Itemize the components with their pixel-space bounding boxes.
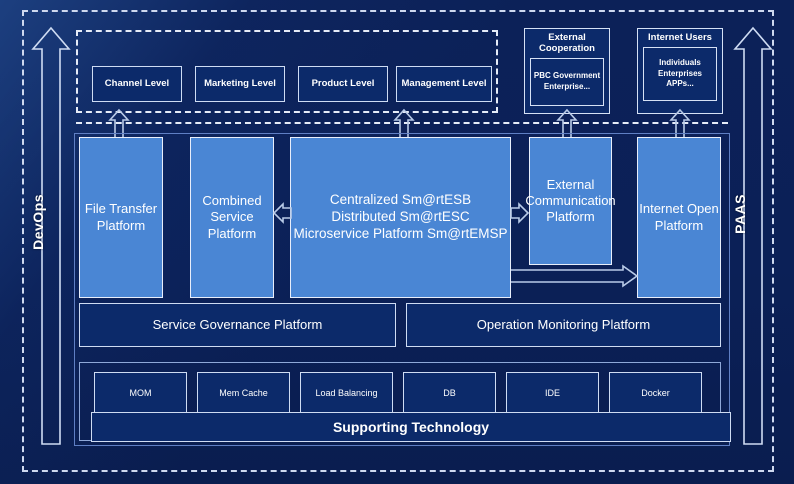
level-box-marketing-label: Marketing Level (204, 77, 276, 89)
tech-box-mom[interactable]: MOM (94, 372, 187, 414)
actor-external-cooperation-inner: PBC Government Enterprise... (530, 57, 604, 106)
platform-core-esb-line-1: Centralized Sm@rtESB (329, 192, 472, 208)
supporting-technology-bar[interactable]: Supporting Technology (91, 412, 731, 442)
tech-box-mem-cache-label: Mem Cache (219, 387, 268, 398)
level-box-management-label: Management Level (401, 77, 487, 89)
platform-combined-service[interactable]: Combined Service Platform (190, 137, 274, 298)
tech-box-docker[interactable]: Docker (609, 372, 702, 414)
level-box-channel[interactable]: Channel Level (92, 66, 182, 102)
platform-internet-open[interactable]: Internet Open Platform (637, 137, 721, 298)
level-box-marketing[interactable]: Marketing Level (195, 66, 285, 102)
tech-box-load-balancing-label: Load Balancing (315, 387, 378, 398)
platform-core-esb-line-2: Distributed Sm@rtESC (331, 209, 470, 225)
devops-arrow-shape (31, 26, 71, 445)
actor-internet-users-inner: Individuals Enterprises APPs... (643, 46, 717, 101)
tech-box-db[interactable]: DB (403, 372, 496, 414)
devops-arrow: DevOps (30, 24, 72, 448)
tech-box-mom-label: MOM (129, 387, 152, 398)
bar-operation-monitoring-platform-label: Operation Monitoring Platform (476, 316, 651, 332)
platform-container (74, 133, 730, 446)
paas-arrow-shape (733, 26, 773, 445)
level-box-product-label: Product Level (311, 77, 375, 89)
tech-box-ide-label: IDE (544, 387, 560, 398)
actor-box-internet-users[interactable]: Internet Users Individuals Enterprises A… (637, 28, 723, 114)
paas-arrow-label: PAAS (732, 194, 748, 234)
platform-file-transfer[interactable]: File Transfer Platform (79, 137, 163, 298)
level-box-management[interactable]: Management Level (396, 66, 492, 102)
tier-separator-dashed-line (76, 122, 728, 124)
platform-file-transfer-label: File Transfer Platform (84, 201, 158, 233)
actor-box-external-cooperation[interactable]: External Cooperation PBC Government Ente… (524, 28, 610, 114)
paas-arrow: PAAS (732, 24, 774, 448)
actor-external-cooperation-title: External Cooperation (539, 32, 595, 54)
supporting-technology-bar-label: Supporting Technology (332, 419, 490, 435)
arrow-right-core-to-internet-open-platform (511, 264, 639, 289)
tech-box-db-label: DB (443, 387, 456, 398)
outer-dashed-boundary (22, 10, 774, 472)
tech-box-docker-label: Docker (641, 387, 670, 398)
platform-core-esb-line-3: Microservice Platform Sm@rtEMSP (293, 225, 508, 241)
consumer-levels-zone (76, 30, 498, 113)
tech-box-ide[interactable]: IDE (506, 372, 599, 414)
platform-external-communication-label: External Communication Platform (525, 176, 616, 225)
platform-combined-service-label: Combined Service Platform (202, 193, 262, 241)
arrow-right-core-to-external-communication (510, 200, 530, 226)
actor-internet-users-title: Internet Users (648, 32, 712, 43)
platform-core-esb[interactable]: Centralized Sm@rtESB Distributed Sm@rtES… (290, 137, 511, 298)
level-box-channel-label: Channel Level (104, 77, 170, 89)
bar-service-governance-platform-label: Service Governance Platform (152, 316, 323, 332)
tech-box-mem-cache[interactable]: Mem Cache (197, 372, 290, 414)
platform-internet-open-label: Internet Open Platform (639, 201, 719, 233)
arrow-left-core-to-combined-service (272, 200, 292, 226)
bar-operation-monitoring-platform[interactable]: Operation Monitoring Platform (406, 303, 721, 347)
bar-service-governance-platform[interactable]: Service Governance Platform (79, 303, 396, 347)
tech-box-load-balancing[interactable]: Load Balancing (300, 372, 393, 414)
platform-external-communication[interactable]: External Communication Platform (525, 137, 616, 265)
devops-arrow-label: DevOps (30, 194, 46, 250)
level-box-product[interactable]: Product Level (298, 66, 388, 102)
